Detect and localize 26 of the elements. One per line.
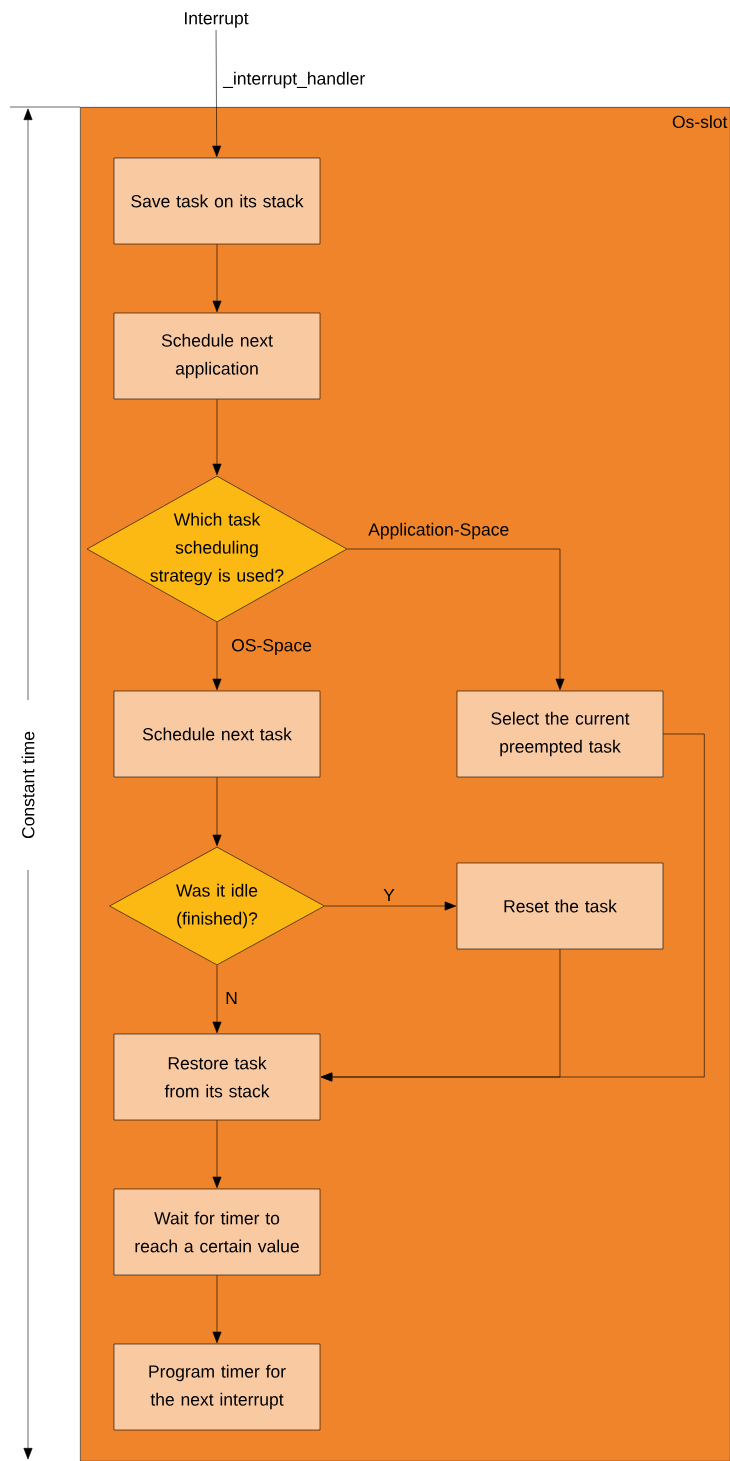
- arrow: [212, 29, 222, 158]
- process-box: Reset the task: [456, 862, 664, 950]
- arrow: [212, 244, 222, 313]
- edge-label: OS-Space: [232, 639, 312, 655]
- arrow: [212, 1275, 222, 1344]
- arrow: [347, 548, 565, 691]
- arrow: [212, 777, 222, 847]
- edge-label: N: [226, 992, 237, 1005]
- edge-label: Application-Space: [368, 522, 509, 540]
- process-box: Program timer for the next interrupt: [113, 1343, 321, 1431]
- arrow: [212, 399, 222, 476]
- edge-label: Y: [383, 889, 395, 902]
- process-box: Wait for timer to reach a certain value: [113, 1188, 321, 1276]
- process-box: Schedule next task: [113, 690, 321, 778]
- process-box: Select the current preempted task: [456, 690, 664, 778]
- dimension-label: Constant time: [21, 731, 35, 839]
- arrow: [212, 1120, 222, 1189]
- process-box: Restore task from its stack: [113, 1033, 321, 1121]
- edge-label: _interrupt_handler: [222, 71, 365, 89]
- arrow: [320, 733, 705, 1082]
- process-box: Schedule next application: [113, 312, 321, 400]
- arrow: [212, 965, 222, 1034]
- process-box: Save task on its stack: [113, 157, 321, 245]
- arrow: [212, 622, 222, 691]
- event-label: Interrupt: [185, 12, 249, 28]
- arrow: [324, 901, 457, 911]
